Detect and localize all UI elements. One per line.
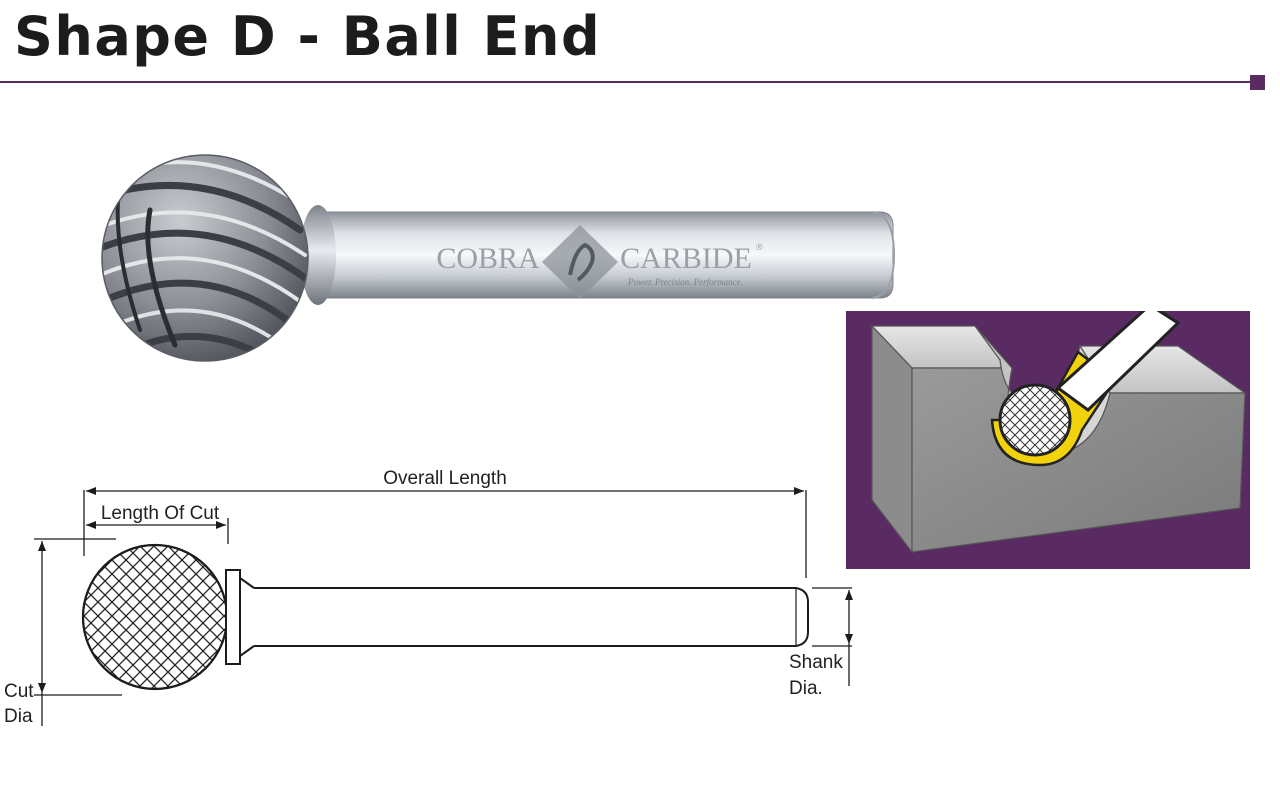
burr-photo: COBRA CARBIDE ® Power. Precision. Perfor…: [101, 154, 896, 362]
dimension-drawing: [34, 487, 853, 726]
drawing-collar: [225, 569, 241, 665]
logo-brand-right: CARBIDE: [620, 242, 752, 275]
cobra-carbide-logo: COBRA CARBIDE ® Power. Precision. Perfor…: [436, 225, 763, 299]
overall-length-label: Overall Length: [383, 468, 507, 489]
logo-tagline: Power. Precision. Performance.: [627, 277, 743, 287]
drawing-shank: [254, 587, 809, 647]
logo-brand-left: COBRA: [436, 242, 540, 275]
cut-dia-label-line2: Dia: [4, 706, 33, 727]
page-title: Shape D - Ball End: [14, 5, 602, 68]
length-of-cut-label: Length Of Cut: [101, 503, 220, 524]
cut-dia-label-line1: Cut: [4, 681, 34, 702]
logo-registered-mark: ®: [756, 242, 763, 252]
rule-end-square: [1250, 75, 1265, 90]
title-rule: [0, 81, 1252, 83]
shank-dia-label-line2: Dia.: [789, 678, 823, 699]
application-illustration: [846, 311, 1250, 569]
shank-dia-label-line1: Shank: [789, 652, 843, 673]
